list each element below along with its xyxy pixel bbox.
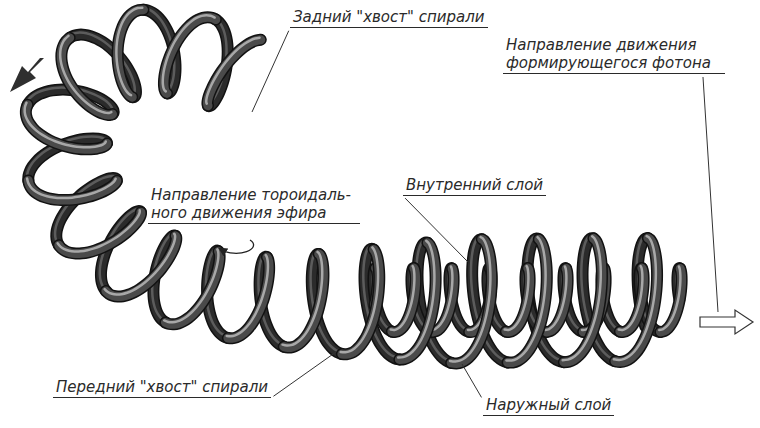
leader-line <box>405 198 468 262</box>
callout-label: Наружный слой <box>483 396 614 416</box>
coil-body <box>508 239 547 362</box>
coil-segment <box>227 255 269 338</box>
coil-outline <box>106 236 176 297</box>
coil-segment <box>60 36 112 115</box>
coil-segment <box>105 234 177 297</box>
coil-segment <box>398 241 435 360</box>
coil-segment <box>505 266 530 332</box>
coil-body <box>164 17 216 93</box>
leader-line <box>462 364 481 397</box>
coil-outline <box>207 40 260 106</box>
coil-highlight <box>341 247 378 352</box>
coil-segment <box>116 8 143 97</box>
leader-line <box>703 77 718 312</box>
coil-body <box>451 239 491 363</box>
coil-highlight <box>391 266 415 330</box>
coil-outline <box>165 251 219 324</box>
coil-segment <box>391 266 416 332</box>
coil-segment <box>25 103 107 150</box>
coil-segment <box>619 266 644 332</box>
callout-label: Задний "хвост" спирали <box>290 8 488 28</box>
rotation-arrow <box>10 58 44 92</box>
coil-outline <box>615 238 657 362</box>
coil-body <box>207 40 260 106</box>
coil-segment <box>163 15 216 93</box>
coil-outline <box>164 17 216 93</box>
coil-highlight <box>58 210 140 251</box>
coil-body <box>284 254 324 348</box>
leader-line <box>252 31 289 112</box>
coil-highlight <box>164 249 218 322</box>
coil-highlight <box>563 236 601 360</box>
label-holder: Наружный слой <box>483 396 614 416</box>
coil-outline <box>564 238 602 362</box>
coil-outline <box>26 105 107 150</box>
label-holder: Задний "хвост" спирали <box>290 8 488 28</box>
coil-highlight <box>206 38 259 104</box>
leader-line <box>273 352 336 396</box>
coil-segment <box>341 247 380 354</box>
inner-back <box>372 266 680 332</box>
callout-label: Направление тороидаль- ного движения эфи… <box>148 186 360 224</box>
coil-body <box>106 236 176 297</box>
coil-outline <box>451 239 491 363</box>
coil-segment <box>27 178 117 200</box>
label-holder: Внутренний слой <box>403 176 546 196</box>
callout-label: Направление движения формирующегося фото… <box>503 36 725 74</box>
coil-highlight <box>27 178 116 198</box>
coil-outline <box>399 243 435 360</box>
coil-highlight <box>450 237 490 361</box>
coil-highlight <box>614 236 656 360</box>
coil-highlight <box>506 237 545 360</box>
coil-highlight <box>227 255 268 336</box>
coil-highlight <box>505 266 529 330</box>
callout-label: Внутренний слой <box>403 176 546 196</box>
coil-highlight <box>105 234 175 295</box>
coil-segment <box>506 237 546 362</box>
coil-body <box>26 105 107 150</box>
coil-body <box>342 249 379 354</box>
photon-direction-arrow <box>700 310 753 334</box>
coil-segment <box>450 237 492 363</box>
callout-label: Передний "хвост" спирали <box>53 378 271 398</box>
coil-segment <box>283 252 324 348</box>
coil-body <box>165 251 219 324</box>
coil-highlight <box>25 103 106 148</box>
coil-highlight <box>116 8 142 95</box>
coil-body <box>564 238 602 362</box>
toroidal-curl-arrow <box>222 240 254 253</box>
coil-highlight <box>163 15 215 91</box>
coil-body <box>615 238 657 362</box>
coil-body <box>399 243 435 360</box>
label-holder: Направление тороидаль- ного движения эфи… <box>148 186 360 224</box>
coil-highlight <box>398 241 434 358</box>
coil-segment <box>563 236 602 362</box>
coil-segment <box>164 249 219 324</box>
label-holder: Передний "хвост" спирали <box>53 378 271 398</box>
inner-front <box>373 266 681 332</box>
coil-highlight <box>283 252 323 346</box>
coil-segment <box>58 210 141 253</box>
coil-segment <box>614 236 657 362</box>
coil-highlight <box>619 266 643 330</box>
coil-segment <box>206 38 261 106</box>
coil-outline <box>342 249 379 354</box>
coil-highlight <box>60 36 111 113</box>
coil-outline <box>284 254 324 348</box>
label-holder: Направление движения формирующегося фото… <box>503 36 725 74</box>
coil-outline <box>508 239 547 362</box>
